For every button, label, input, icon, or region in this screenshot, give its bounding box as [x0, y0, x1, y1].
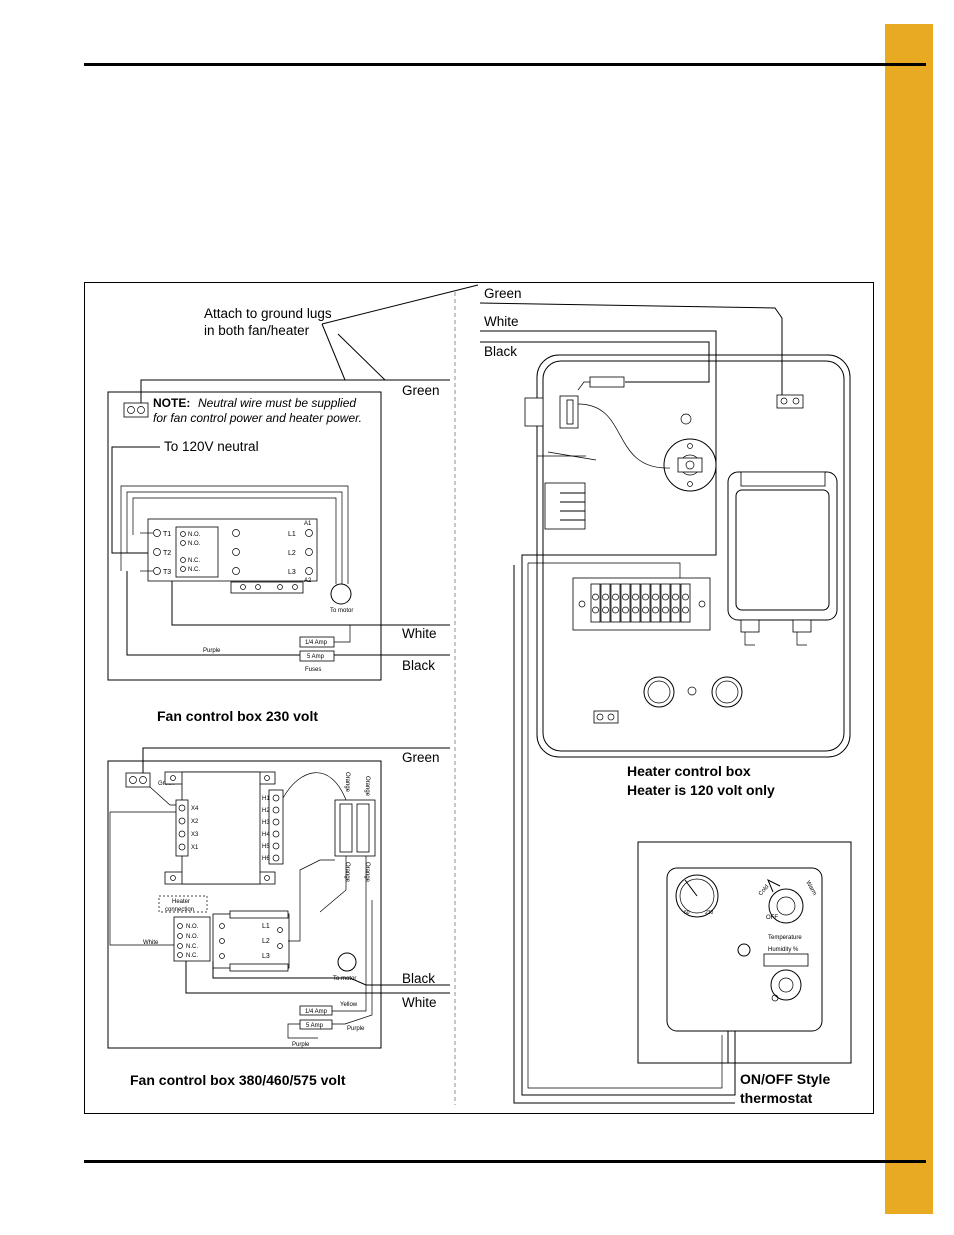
fuses-label: Fuses	[305, 667, 321, 673]
to-motor-380: To motor	[333, 976, 356, 982]
purple-label-380-b: Purple	[292, 1042, 310, 1048]
white-small-380: White	[143, 940, 159, 946]
section-tab	[885, 24, 933, 1214]
attach-label-1: Attach to ground lugs	[204, 306, 332, 321]
svg-text:H1: H1	[262, 796, 270, 802]
svg-text:X3: X3	[191, 832, 199, 838]
svg-text:H5: H5	[262, 844, 270, 850]
terminal-strip	[590, 583, 691, 623]
svg-text:H2: H2	[262, 808, 270, 814]
temperature-label: Temperature	[768, 935, 802, 941]
svg-text:T2: T2	[163, 550, 171, 557]
svg-text:H4: H4	[262, 832, 270, 838]
caption-fan-230: Fan control box 230 volt	[157, 708, 318, 724]
svg-text:230: 230	[705, 910, 714, 916]
caption-heater-2: Heater is 120 volt only	[627, 782, 775, 798]
green-label-230: Green	[402, 383, 440, 398]
svg-text:X2: X2	[191, 819, 199, 825]
heater-control-box	[524, 354, 851, 1089]
svg-text:connection: connection	[165, 907, 194, 913]
thermostat: 60 230 OFF Cold Warm Temperature Humidit…	[637, 841, 852, 1064]
svg-text:L2: L2	[288, 550, 296, 557]
svg-text:L2: L2	[262, 938, 270, 945]
svg-text:Heater: Heater	[172, 899, 190, 905]
black-label-heater: Black	[484, 344, 517, 359]
purple-label-380-a: Purple	[347, 1026, 365, 1032]
black-label-380: Black	[402, 971, 435, 986]
note-line-2: for fan control power and heater power.	[153, 411, 362, 425]
svg-text:T3: T3	[163, 569, 171, 576]
fan-box-380: Green Green X4 X2 X3 X1 H1 H2 H3 H4 H5 H…	[107, 747, 450, 1049]
svg-text:X1: X1	[191, 845, 199, 851]
thermostat-off: OFF	[766, 915, 778, 921]
svg-text:N.O.: N.O.	[188, 541, 201, 547]
to-motor-230: To motor	[330, 608, 353, 614]
note-line-1: Neutral wire must be supplied	[198, 396, 356, 410]
svg-text:H6: H6	[262, 856, 270, 862]
svg-text:5 Amp: 5 Amp	[307, 654, 325, 660]
white-label-230: White	[402, 626, 437, 641]
bottom-rule	[84, 1160, 926, 1163]
fan-box-230: Green NOTE: Neutral wire must be supplie…	[107, 379, 450, 681]
svg-text:A2: A2	[304, 578, 312, 584]
svg-text:N.C.: N.C.	[188, 567, 200, 573]
black-label-230: Black	[402, 658, 435, 673]
caption-thermostat-1: ON/OFF Style	[740, 1071, 830, 1087]
thermostat-warm: Warm	[804, 880, 817, 897]
svg-text:N.O.: N.O.	[188, 532, 201, 538]
green-label-heater: Green	[484, 286, 522, 301]
yellow-label: Yellow	[340, 1002, 358, 1008]
svg-text:N.O.: N.O.	[186, 924, 199, 930]
thermostat-cold: Cold	[758, 884, 771, 897]
svg-text:T1: T1	[163, 531, 171, 538]
svg-text:1/4 Amp: 1/4 Amp	[305, 1009, 328, 1015]
svg-text:Orange: Orange	[344, 862, 350, 883]
note-bold: NOTE:	[153, 396, 190, 410]
svg-text:Orange: Orange	[364, 776, 370, 797]
svg-text:5 Amp: 5 Amp	[306, 1023, 324, 1029]
svg-text:Orange: Orange	[344, 772, 350, 793]
svg-text:L3: L3	[288, 569, 296, 576]
neutral-label: To 120V neutral	[164, 439, 259, 454]
caption-fan-380: Fan control box 380/460/575 volt	[130, 1072, 346, 1088]
caption-heater-1: Heater control box	[627, 763, 751, 779]
top-rule	[84, 63, 926, 66]
svg-text:N.C.: N.C.	[186, 953, 198, 959]
svg-text:N.C.: N.C.	[186, 944, 198, 950]
svg-text:1/4 Amp: 1/4 Amp	[305, 640, 328, 646]
svg-text:L1: L1	[288, 531, 296, 538]
svg-text:Orange: Orange	[364, 862, 370, 883]
purple-label-230: Purple	[203, 648, 221, 654]
white-label-380: White	[402, 995, 437, 1010]
svg-text:L3: L3	[262, 953, 270, 960]
svg-text:N.O.: N.O.	[186, 934, 199, 940]
svg-text:H3: H3	[262, 820, 270, 826]
svg-text:60: 60	[684, 910, 690, 916]
diagram-frame	[84, 282, 874, 1114]
green-label-380: Green	[402, 750, 440, 765]
svg-text:A1: A1	[304, 521, 312, 527]
attach-label-2: in both fan/heater	[204, 323, 310, 338]
white-label-heater: White	[484, 314, 519, 329]
svg-text:N.C.: N.C.	[188, 558, 200, 564]
svg-text:L1: L1	[262, 923, 270, 930]
humidity-label: Humidity %	[768, 947, 799, 953]
caption-thermostat-2: thermostat	[740, 1090, 813, 1106]
svg-text:X4: X4	[191, 806, 199, 812]
